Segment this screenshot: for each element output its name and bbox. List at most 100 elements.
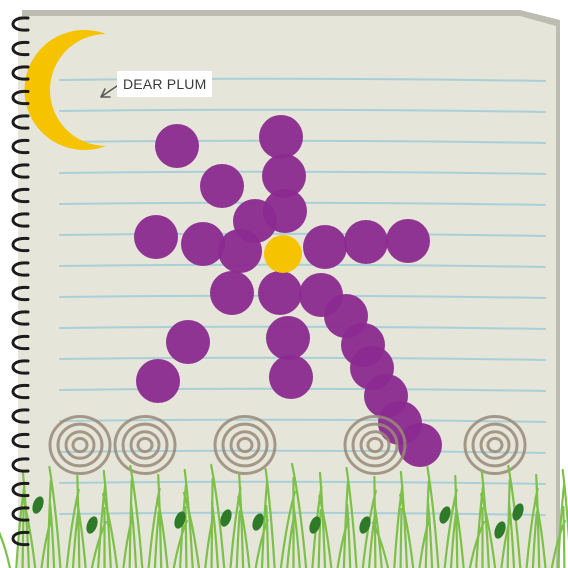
swirl-ring: [463, 415, 527, 475]
spiral-ring: [11, 285, 30, 302]
grass-blade: [210, 477, 214, 568]
ruled-line: [59, 263, 546, 268]
plum-dot: [386, 219, 430, 263]
spiral-ring: [11, 408, 30, 424]
grass-blade: [427, 502, 434, 568]
plum-dot: [269, 355, 313, 399]
plum-dot: [258, 271, 302, 315]
ruled-line: [59, 232, 546, 237]
leaf: [309, 516, 321, 534]
leaf: [494, 521, 506, 539]
spiral-ring: [11, 310, 30, 326]
plum-dot: [218, 229, 262, 273]
grass-blade: [48, 465, 62, 568]
spiral-ring: [11, 506, 30, 522]
swirl-flower-icon: [213, 415, 277, 475]
swirl-ring: [221, 422, 269, 468]
swirl-ring: [351, 422, 399, 468]
grass-blade: [265, 504, 270, 568]
swirl-ring: [136, 436, 154, 454]
ruled-line: [59, 511, 546, 516]
spiral-ring: [11, 138, 30, 155]
leaf: [359, 516, 371, 534]
grass-blade: [345, 466, 358, 568]
leaf: [512, 503, 524, 521]
swirl-ring: [213, 415, 277, 475]
grass-blade: [393, 484, 404, 568]
swirl-ring: [71, 436, 89, 454]
caption-label: DEAR PLUM: [117, 71, 213, 97]
grass-blade: [342, 480, 349, 568]
spiral-ring: [11, 236, 30, 253]
spiral-ring: [11, 212, 30, 228]
grass-blade: [75, 497, 87, 568]
plum-dot: [181, 222, 225, 266]
swirl-ring: [48, 415, 112, 475]
grass-leaves: [32, 496, 524, 539]
spiral-ring: [11, 65, 30, 81]
spiral-ring: [11, 89, 30, 106]
swirl-ring: [471, 422, 519, 468]
plum-dot: [303, 225, 347, 269]
swirl-ring: [366, 436, 384, 454]
leaf: [220, 509, 232, 527]
grass-blade: [102, 492, 119, 568]
grass-blade: [260, 481, 269, 568]
grass-blade: [210, 463, 226, 568]
grass-blade: [182, 491, 201, 568]
swirl-ring: [56, 422, 104, 468]
swirl-ring: [486, 436, 504, 454]
grass-blade: [371, 521, 390, 568]
grass-blade: [426, 465, 440, 568]
plum-dot: [136, 359, 180, 403]
grass-blade: [373, 475, 377, 568]
plum-dot: [155, 124, 199, 168]
grass-blade: [184, 505, 188, 568]
spiral-ring: [11, 261, 30, 277]
grass-blade: [561, 468, 568, 542]
grass-blade: [129, 501, 138, 568]
grass-blade: [153, 510, 160, 568]
grass-blade: [453, 497, 465, 568]
leaf: [86, 516, 98, 534]
swirl-ring: [479, 430, 511, 460]
grass-blade: [317, 508, 322, 568]
spiral-ring: [11, 163, 30, 179]
grass-blade: [21, 507, 25, 568]
grass-blade: [399, 493, 415, 568]
crescent-moon-icon: [24, 29, 106, 150]
spiral-ring: [11, 383, 30, 400]
grass-blade: [49, 502, 56, 568]
spiral-binding-icon: [11, 16, 30, 547]
swirl-flower-icon: [113, 415, 177, 475]
grass-blade: [264, 467, 276, 568]
grass-blade: [531, 510, 538, 568]
spiral-ring: [11, 40, 30, 57]
plum-dot: [262, 154, 306, 198]
swirl-ring: [359, 430, 391, 460]
grass-blade: [535, 473, 541, 568]
swirl-ring: [343, 415, 407, 475]
grass-blade: [506, 478, 511, 568]
grass-blade: [156, 496, 169, 568]
grass-blade: [399, 507, 403, 568]
spiral-ring: [11, 530, 30, 547]
grass-blade: [507, 501, 516, 568]
grass-icon: [0, 462, 568, 568]
grass-blade: [210, 500, 219, 568]
swirl-flower-icon: [463, 415, 527, 475]
grass-blade: [15, 484, 26, 568]
grass-blade: [372, 498, 383, 568]
grass-blade: [346, 503, 352, 568]
plum-dot: [344, 220, 388, 264]
grass-blade: [318, 494, 333, 568]
spiral-ring: [11, 432, 30, 449]
grass-blade: [21, 493, 37, 568]
swirl-ring: [64, 430, 96, 460]
swirl-ring: [229, 430, 261, 460]
plum-dot: [266, 316, 310, 360]
swirl-ring: [236, 436, 254, 454]
spiral-ring: [11, 457, 30, 473]
plum-dots: [134, 115, 442, 467]
leaf: [32, 496, 44, 514]
